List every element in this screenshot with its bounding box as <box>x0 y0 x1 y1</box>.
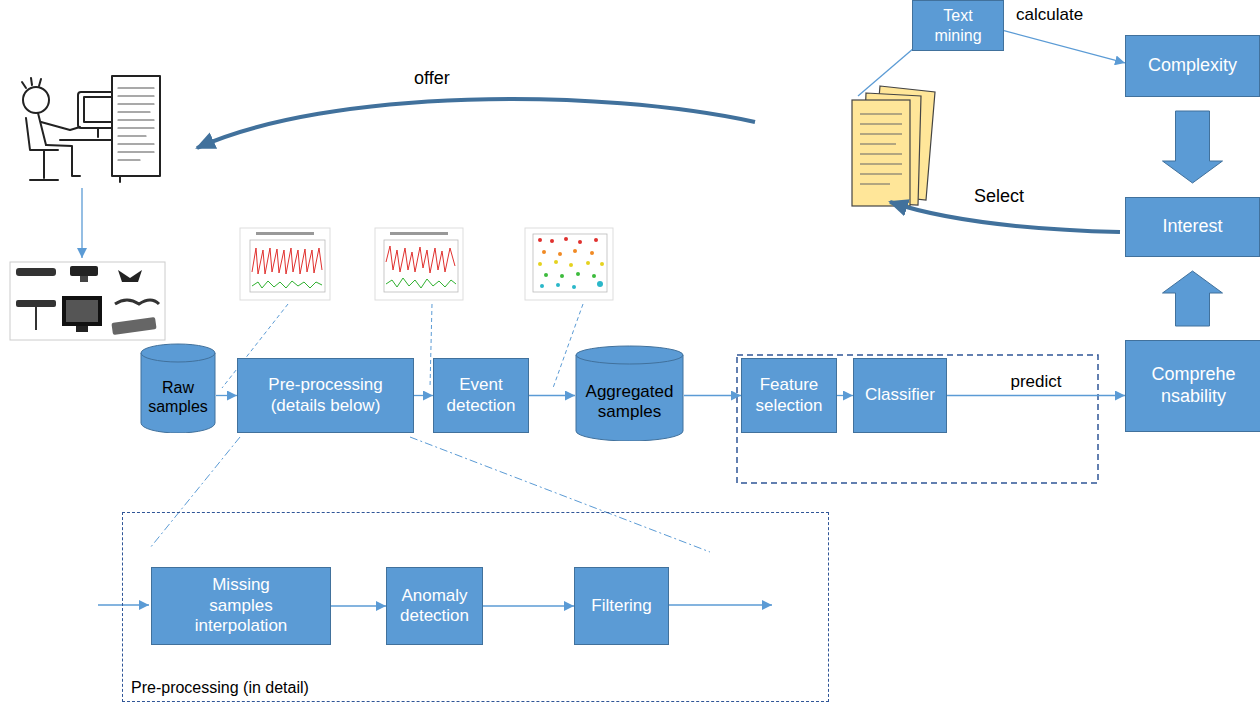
node-content: Complexity <box>1126 36 1259 96</box>
node-text: Filtering <box>591 596 651 616</box>
node-text: Raw samples <box>146 378 210 416</box>
process-box: Pre-processing (details below) <box>237 358 414 433</box>
document-link-line <box>858 48 914 96</box>
node-text: Pre-processing (details below) <box>244 375 407 416</box>
block-arrow <box>1163 271 1223 326</box>
process-box: Event detection <box>433 358 529 433</box>
node-content: Raw samples <box>140 343 216 433</box>
sensor-devices-picture <box>10 262 165 340</box>
node-content: Anomaly detection <box>387 568 482 644</box>
node-text: Anomaly detection <box>393 586 476 627</box>
node-content: Missing samples interpolation <box>152 568 330 644</box>
detail-group-box: Pre-processing (in detail) Missing sample… <box>122 512 829 702</box>
offer-arrow <box>197 99 755 148</box>
signal-thumbnail <box>375 228 463 300</box>
connector-arrow <box>216 395 237 396</box>
process-box: Classifier <box>853 358 947 433</box>
connector-arrow <box>684 395 741 396</box>
node-text: Feature selection <box>748 375 830 416</box>
node-content: Feature selection <box>742 359 836 432</box>
connector-arrow <box>837 395 853 396</box>
node-content: Pre-processing (details below) <box>238 359 413 432</box>
input-arrow <box>98 604 149 605</box>
block-arrow <box>1163 111 1223 183</box>
connector-arrow <box>414 395 433 396</box>
node-text: Aggregated samples <box>581 382 678 423</box>
group-label: Pre-processing (in detail) <box>131 678 309 697</box>
annotation-label: Select <box>972 186 1026 208</box>
connector-arrow <box>1004 31 1125 63</box>
process-box: Comprehe nsability <box>1125 340 1260 432</box>
select-arrow <box>890 202 1120 232</box>
node-text: Missing samples interpolation <box>186 575 296 636</box>
user-at-computer <box>22 76 160 182</box>
connector-arrow <box>483 605 574 606</box>
node-text: Interest <box>1162 216 1222 238</box>
process-box: Missing samples interpolation <box>151 567 331 645</box>
process-box: Anomaly detection <box>386 567 483 645</box>
node-content: Comprehe nsability <box>1126 341 1260 431</box>
node-text: Event detection <box>440 375 522 416</box>
process-box: Complexity <box>1125 35 1260 97</box>
node-text: Comprehe nsability <box>1132 364 1255 407</box>
process-box: Interest <box>1125 197 1260 257</box>
scatter-thumbnail <box>525 228 613 300</box>
node-content: Text mining <box>913 1 1003 50</box>
process-box: Text mining <box>912 0 1004 51</box>
connector-arrow <box>947 395 1125 396</box>
process-box: Feature selection <box>741 358 837 433</box>
sensor-arrow <box>81 188 82 258</box>
node-content: Event detection <box>434 359 528 432</box>
connector-arrow <box>529 395 575 396</box>
database-cylinder: Raw samples <box>140 343 216 433</box>
output-arrow <box>668 604 772 605</box>
annotation-label: offer <box>412 68 452 90</box>
node-content: Filtering <box>575 568 668 644</box>
node-text: Complexity <box>1148 55 1237 77</box>
node-text: Text mining <box>927 6 989 44</box>
document-stack <box>852 86 935 206</box>
edge-label: calculate <box>1014 5 1085 25</box>
node-content: Classifier <box>854 359 946 432</box>
node-text: Classifier <box>865 385 935 405</box>
database-cylinder: Aggregated samples <box>575 345 684 441</box>
model-group-bracket <box>737 355 1098 483</box>
connector-arrow <box>331 605 386 606</box>
process-box: Filtering <box>574 567 669 645</box>
signal-thumbnail <box>240 228 330 300</box>
detail-leader-lines <box>150 437 710 552</box>
node-content: Aggregated samples <box>575 345 684 441</box>
edge-label: predict <box>1008 372 1063 392</box>
node-content: Interest <box>1126 198 1259 256</box>
